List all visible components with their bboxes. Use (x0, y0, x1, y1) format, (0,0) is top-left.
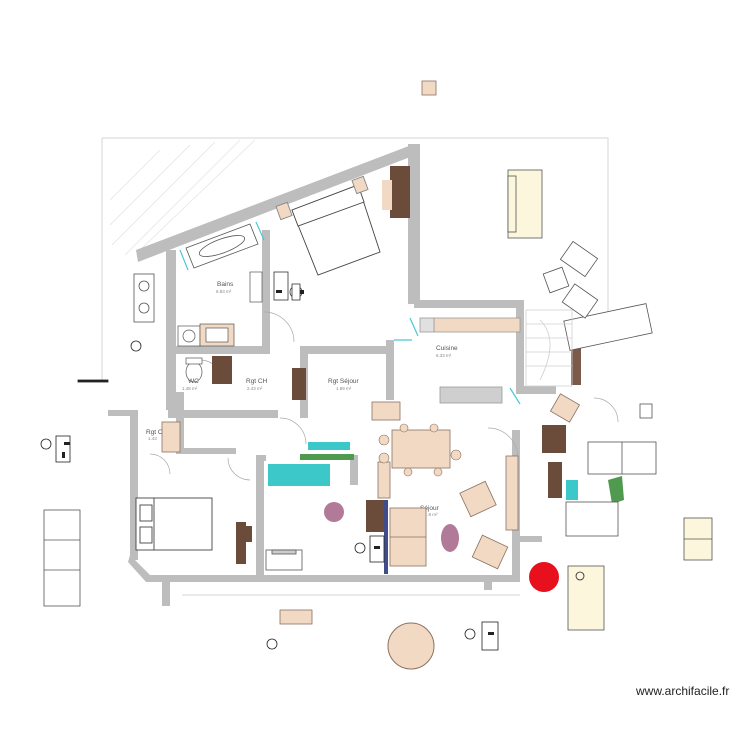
room-area-sejour: …8 m² (424, 512, 438, 517)
staircase (525, 309, 573, 387)
room-label-rgt-sejour: Rgt Séjour (328, 378, 360, 385)
desk-chair-details (62, 290, 494, 635)
room-area-wc: 1.48 m² (182, 386, 198, 391)
room-area-rgt-ch: 2.43 m² (247, 386, 263, 391)
sofas (507, 169, 713, 631)
room-label-rgt-ch: Rgt CH (246, 378, 268, 385)
room-area-rgt-c: 1.43 (148, 436, 157, 441)
blue-divider (384, 500, 388, 574)
pink-rugs (324, 502, 459, 552)
desk-chairs (40, 340, 585, 651)
room-label-rgt-c: Rgt C (146, 429, 163, 436)
room-label-sejour: Séjour (420, 505, 440, 512)
window-markers (179, 221, 521, 405)
bed-master (275, 175, 381, 276)
bedroom-desk (273, 271, 303, 301)
room-label-wc: WC (188, 378, 199, 385)
site-outline (101, 137, 609, 596)
red-marker (529, 562, 559, 592)
room-area-bains: 6.83 m² (216, 289, 232, 294)
watermark: www.archifacile.fr (636, 684, 730, 698)
green-shelf (300, 454, 354, 460)
kitchen-counters (419, 317, 521, 404)
armchairs (459, 393, 581, 570)
cyan-furniture (268, 442, 578, 500)
green-accent (608, 476, 624, 504)
room-labels: WC 1.48 m² Rgt CH 2.43 m² Rgt Séjour 1.8… (146, 345, 458, 517)
terrace-hatch (109, 139, 256, 256)
dining-chairs (378, 423, 462, 477)
furniture-outlines (43, 240, 657, 607)
wardrobes-dark (212, 166, 581, 564)
room-area-cuisine: 6.33 m² (436, 353, 452, 358)
room-area-rgt-sejour: 1.89 m² (336, 386, 352, 391)
furniture-light-wood (161, 80, 519, 625)
bathroom-fixtures (177, 271, 263, 383)
room-label-cuisine: Cuisine (436, 345, 458, 352)
door-arcs (149, 311, 619, 481)
bathtub (185, 223, 259, 269)
bed-second (135, 497, 213, 551)
room-label-bains: Bains (217, 281, 234, 288)
round-table (387, 622, 435, 670)
